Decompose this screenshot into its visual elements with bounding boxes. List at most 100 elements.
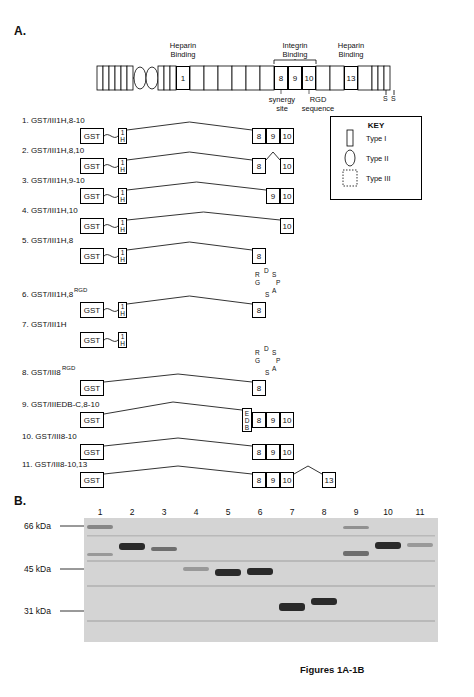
disulfide-line: [386, 90, 387, 95]
module-label: EDB: [243, 410, 251, 431]
lane-number: 3: [154, 507, 174, 517]
module-box: 8: [274, 66, 288, 90]
residue-letter: S: [265, 291, 269, 298]
lane-number: 5: [218, 507, 238, 517]
module-box: 8: [252, 444, 266, 460]
module-box-vertical: 1H: [118, 302, 127, 318]
type-ii-module: [134, 67, 146, 89]
module-box: 9: [288, 66, 302, 90]
lane-number: 10: [378, 507, 398, 517]
module-label: 13: [345, 74, 357, 83]
type-i-module: [164, 66, 170, 90]
module-label: 9: [267, 448, 279, 457]
bracket-tick: [295, 59, 296, 60]
module-box: GST: [80, 412, 104, 428]
text-label: S: [383, 95, 388, 103]
residue-letter: D: [264, 267, 269, 274]
splice-connector: [104, 165, 118, 168]
text-label: Integrin Binding: [275, 41, 315, 59]
module-box: GST: [80, 218, 104, 234]
construct-label: 11. GST/III8-10,13: [22, 460, 87, 469]
module-label: GST: [81, 416, 103, 425]
legend-sample: [342, 169, 358, 187]
residue-letter: G: [255, 279, 260, 286]
key-title: KEY: [331, 117, 421, 130]
lane-number: 2: [122, 507, 142, 517]
module-box: 8: [252, 158, 266, 174]
module-label: GST: [81, 162, 103, 171]
module-box-vertical: 1H: [118, 332, 127, 348]
module-box: 13: [322, 472, 336, 488]
legend-text: Type III: [366, 174, 391, 183]
type-i-module: [158, 66, 164, 90]
gel-band: [343, 551, 369, 556]
module-box: GST: [80, 248, 104, 264]
construct-label: 8. GST/III8: [22, 368, 61, 377]
module-box: 8: [252, 248, 266, 264]
splice-connector: [104, 438, 252, 446]
module-box: 10: [302, 66, 316, 90]
splice-connector: [104, 135, 118, 138]
module-label: 1H: [119, 333, 126, 347]
construct-label: 1. GST/III1H,8-10: [22, 116, 85, 125]
module-box: 9: [266, 188, 280, 204]
text-label: Heparin Binding: [163, 41, 203, 59]
module-box: 8: [252, 412, 266, 428]
residue-letter: S: [265, 369, 269, 376]
splice-connector: [104, 225, 118, 228]
module-box: 1: [176, 66, 190, 90]
type-i-module: [115, 66, 121, 90]
module-box-vertical: 1H: [118, 158, 127, 174]
lane-number: 4: [186, 507, 206, 517]
module-label: 9: [267, 476, 279, 485]
disulfide-line: [394, 90, 395, 95]
splice-connector: [127, 242, 252, 250]
legend-text: Type II: [366, 154, 389, 163]
text-label: synergy site: [267, 95, 297, 113]
figure-caption: Figures 1A-1B: [300, 664, 364, 675]
integrin-bracket: [274, 60, 316, 64]
legend-sample: [342, 129, 358, 147]
panel-letter: A.: [14, 24, 26, 38]
superscript-label: RGD: [74, 287, 87, 294]
legend-sample: [342, 149, 358, 167]
gel-smear: [87, 560, 435, 562]
splice-connector: [104, 255, 118, 258]
splice-connector: [104, 466, 252, 474]
type-i-module: [384, 66, 390, 90]
residue-letter: R: [255, 349, 260, 356]
splice-connector: [127, 122, 252, 130]
module-label: GST: [81, 476, 103, 485]
module-label: 8: [253, 306, 265, 315]
type-ii-sample: [345, 150, 355, 166]
module-box: 10: [280, 188, 294, 204]
module-box: GST: [80, 472, 104, 488]
module-box: 10: [280, 472, 294, 488]
residue-letter: P: [276, 279, 280, 286]
type-iii-module: [246, 66, 260, 90]
type-iii-module: [316, 66, 330, 90]
legend-text: Type I: [366, 134, 386, 143]
type-iii-module: [218, 66, 232, 90]
module-box-vertical: 1H: [118, 128, 127, 144]
domain-map: [97, 66, 390, 90]
lane-number: 8: [314, 507, 334, 517]
gel-band: [311, 598, 337, 605]
module-box: 13: [344, 66, 358, 90]
gel-band: [183, 567, 209, 571]
module-label: 10: [281, 222, 293, 231]
module-box: 9: [266, 128, 280, 144]
splice-connector: [127, 212, 280, 220]
type-i-module: [127, 66, 133, 90]
type-i-sample: [347, 130, 353, 146]
gel-smear: [87, 620, 435, 622]
residue-letter: S: [272, 349, 276, 356]
module-label: 9: [267, 416, 279, 425]
type-iii-module: [260, 66, 274, 90]
module-label: 9: [267, 132, 279, 141]
lane-number: 6: [250, 507, 270, 517]
residue-letter: P: [276, 357, 280, 364]
construct-label: 5. GST/III1H,8: [22, 236, 73, 245]
